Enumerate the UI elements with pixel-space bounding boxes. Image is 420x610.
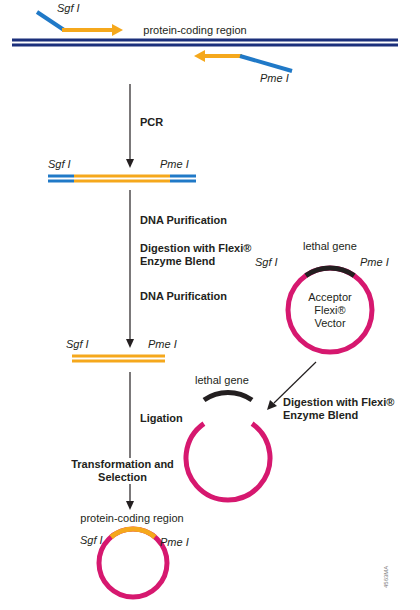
dna-end <box>170 180 196 183</box>
flow-arrow <box>129 190 130 340</box>
arrowhead <box>126 339 134 348</box>
step-label: DNA Purification <box>140 290 280 303</box>
step-label: Transformation and Selection <box>70 458 175 484</box>
figure-code: 4563MA <box>383 548 390 588</box>
arrowhead <box>126 159 134 168</box>
restriction-site-label: Pme I <box>160 536 200 549</box>
dna-end <box>170 175 196 178</box>
arrowhead <box>267 400 277 410</box>
plasmid-ring <box>288 268 372 352</box>
open-vector <box>186 424 270 500</box>
dna-end <box>48 180 74 183</box>
dna-end <box>48 175 74 178</box>
primer-arrowhead <box>194 50 205 62</box>
part-label: lethal gene <box>303 240 373 253</box>
inserted-region <box>111 529 155 537</box>
restriction-site-label: Sgf I <box>80 534 120 547</box>
step-label: Ligation <box>140 412 220 425</box>
part-label: protein-coding region <box>72 512 192 525</box>
dna-insert <box>74 175 170 178</box>
primer-arrowhead <box>112 24 123 36</box>
dna-insert <box>72 355 165 358</box>
lethal-gene-arc <box>306 268 354 276</box>
restriction-site-label: Pme I <box>260 72 300 85</box>
dna-insert <box>74 180 170 183</box>
primer-tail <box>37 12 64 30</box>
restriction-site-label: Pme I <box>148 338 188 351</box>
primer-arrow <box>62 28 113 32</box>
part-label: protein-coding region <box>135 24 255 37</box>
step-label: PCR <box>140 116 180 129</box>
flow-arrow <box>129 84 130 160</box>
restriction-site-label: Sgf I <box>57 2 97 15</box>
step-label: Digestion with Flexi® Enzyme Blend <box>283 396 418 422</box>
vector-name: Acceptor Flexi® Vector <box>302 291 358 330</box>
lethal-gene-fragment <box>204 392 252 400</box>
dna-strand <box>12 44 398 47</box>
primer-arrow <box>204 54 242 58</box>
final-plasmid <box>99 529 167 597</box>
dna-insert <box>72 360 165 363</box>
step-label: Digestion with Flexi® Enzyme Blend <box>140 242 275 268</box>
restriction-site-label: Sgf I <box>66 338 106 351</box>
step-label: DNA Purification <box>140 214 280 227</box>
dna-strand <box>12 39 398 42</box>
vector-circle: Acceptor Flexi® Vector <box>284 264 376 356</box>
restriction-site-label: Pme I <box>160 158 200 171</box>
restriction-site-label: Sgf I <box>255 256 295 269</box>
restriction-site-label: Pme I <box>360 256 400 269</box>
part-label: lethal gene <box>195 374 265 387</box>
arrowhead <box>126 501 134 510</box>
restriction-site-label: Sgf I <box>48 158 88 171</box>
primer-tail <box>240 56 292 71</box>
